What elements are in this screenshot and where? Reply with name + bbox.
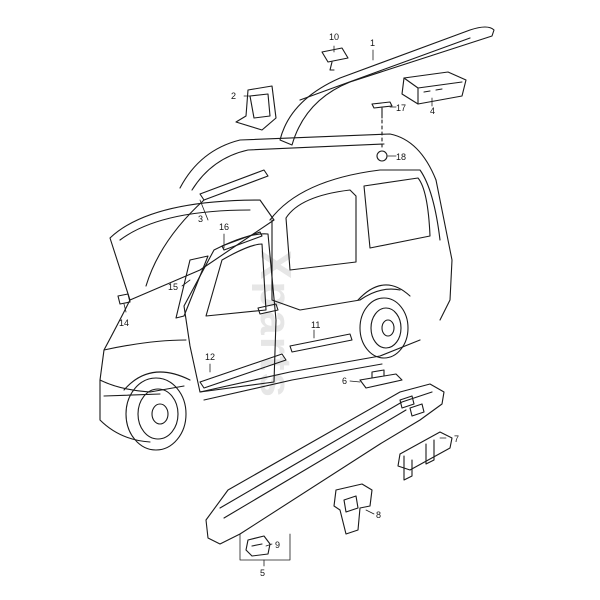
trim-part-2: [235, 85, 277, 131]
callout-7: 7: [454, 434, 460, 444]
nut-part-18: [376, 119, 388, 162]
sill-trim-part-5: [205, 383, 445, 545]
fastener-part-17: [371, 101, 393, 119]
callout-18: 18: [396, 152, 407, 162]
clip-part-14: [117, 293, 131, 305]
clip-part-9: [239, 533, 291, 561]
leader-lines: [123, 45, 447, 567]
front-wheel: [123, 371, 191, 451]
bracket-part-7: [397, 431, 453, 481]
bracket-part-6: [359, 369, 403, 389]
callout-9: 9: [275, 540, 281, 550]
roof-rail-part: [279, 26, 495, 146]
callout-2: 2: [231, 91, 237, 101]
rear-wheel: [357, 284, 411, 359]
callout-4: 4: [430, 106, 436, 116]
callout-11: 11: [311, 320, 321, 330]
van-body: [99, 133, 453, 443]
bracket-part-4: [401, 71, 467, 105]
callout-1: 1: [370, 38, 376, 48]
callout-16: 16: [219, 222, 230, 232]
bracket-part-8: [333, 483, 373, 535]
callout-6: 6: [342, 376, 348, 386]
callout-3: 3: [198, 214, 204, 224]
callout-15: 15: [168, 282, 179, 292]
callout-5: 5: [260, 568, 266, 578]
callout-17: 17: [396, 103, 407, 113]
callout-14: 14: [119, 318, 130, 328]
callout-10: 10: [329, 32, 340, 42]
callout-12: 12: [205, 352, 216, 362]
callout-8: 8: [376, 510, 382, 520]
clip-part-10: [321, 47, 349, 71]
